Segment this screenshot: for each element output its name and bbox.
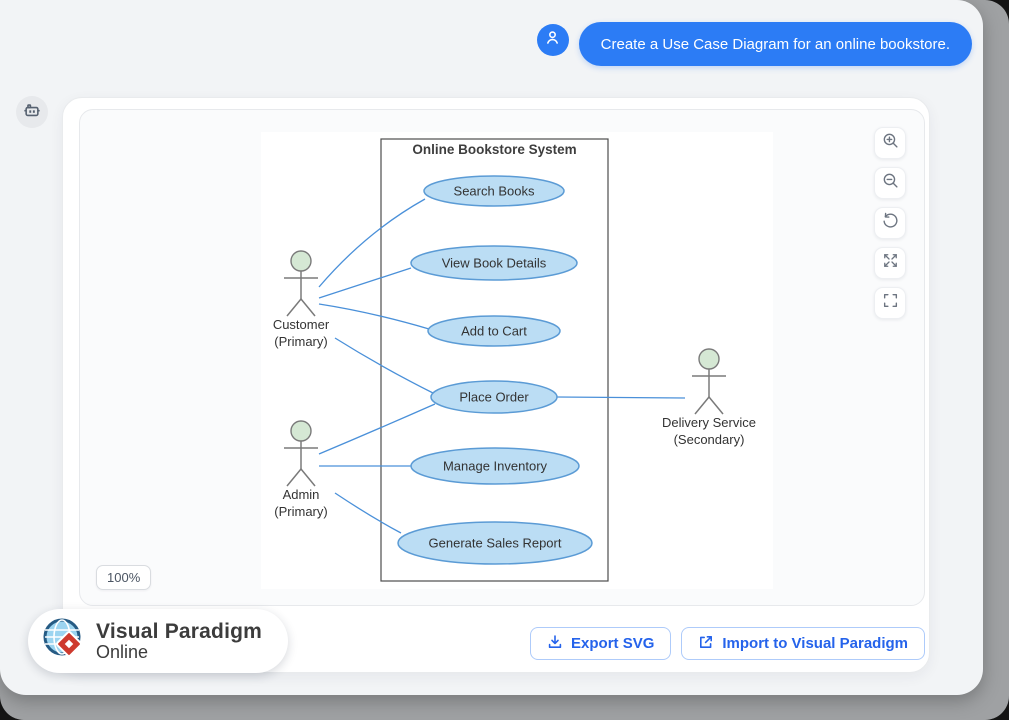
external-link-icon [698,634,714,654]
actor-delivery-service[interactable]: Delivery Service (Secondary) [662,348,756,447]
svg-text:Delivery Service: Delivery Service [662,415,756,430]
logo-line2: Online [96,641,149,662]
fullscreen-button[interactable] [874,287,906,319]
zoom-controls [874,127,906,319]
app-window: Create a Use Case Diagram for an online … [0,0,983,695]
association-place-order-delivery-service[interactable] [556,396,686,399]
svg-text:Customer: Customer [273,317,330,332]
zoom-in-icon [882,132,899,154]
svg-text:(Primary): (Primary) [274,334,327,349]
use-case-place-order[interactable]: Place Order [430,380,558,414]
svg-text:Place Order: Place Order [459,390,529,405]
use-case-manage-inventory[interactable]: Manage Inventory [410,447,580,485]
export-svg-button[interactable]: Export SVG [530,627,672,660]
footer-actions: Export SVG Import to Visual Paradigm [530,627,925,660]
chat-message-text: Create a Use Case Diagram for an online … [600,35,950,53]
zoom-out-button[interactable] [874,167,906,199]
chat-message-bubble: Create a Use Case Diagram for an online … [578,22,972,66]
use-case-add-to-cart[interactable]: Add to Cart [427,315,561,347]
svg-text:Generate Sales Report: Generate Sales Report [429,536,562,551]
zoom-out-icon [882,172,899,194]
svg-text:(Primary): (Primary) [274,504,327,519]
actor-admin[interactable]: Admin (Primary) [274,420,328,519]
association-customer-add-to-cart[interactable] [318,303,430,330]
logo-text: Visual Paradigm Online [96,619,263,662]
expand-arrows-icon [882,252,899,274]
reset-rotate-icon [882,212,899,234]
download-icon [547,634,563,654]
association-admin-generate-sales-report[interactable] [334,492,402,534]
logo-line1: Visual Paradigm [96,619,263,643]
association-customer-view-book-details[interactable] [318,267,412,299]
svg-text:Manage Inventory: Manage Inventory [443,459,548,474]
bot-avatar [16,96,48,128]
zoom-in-button[interactable] [874,127,906,159]
zoom-level-value: 100% [107,570,141,585]
svg-text:Search Books: Search Books [454,184,535,199]
use-case-view-book-details[interactable]: View Book Details [410,245,578,281]
system-boundary-box[interactable] [380,138,609,582]
zoom-level-badge: 100% [96,565,152,590]
use-case-generate-sales-report[interactable]: Generate Sales Report [397,521,593,565]
export-svg-label: Export SVG [571,635,655,652]
use-case-search-books[interactable]: Search Books [423,175,565,207]
association-admin-place-order[interactable] [318,403,436,455]
robot-icon [23,101,41,124]
association-customer-search-books[interactable] [318,198,426,288]
association-customer-place-order[interactable] [334,337,434,394]
user-icon [544,29,561,51]
user-avatar [536,24,569,56]
globe-diamond-logo-icon [40,615,88,668]
svg-text:(Secondary): (Secondary) [674,432,745,447]
svg-text:Add to Cart: Add to Cart [461,324,527,339]
import-to-vp-button[interactable]: Import to Visual Paradigm [681,627,925,660]
svg-text:Admin: Admin [283,487,320,502]
system-title: Online Bookstore System [412,142,576,157]
visual-paradigm-logo[interactable]: Visual Paradigm Online [28,609,289,673]
expand-button[interactable] [874,247,906,279]
reset-view-button[interactable] [874,207,906,239]
import-to-vp-label: Import to Visual Paradigm [722,635,908,652]
fullscreen-corners-icon [882,292,899,314]
chat-row: Create a Use Case Diagram for an online … [536,22,972,66]
actor-customer[interactable]: Customer (Primary) [273,250,330,349]
svg-text:View Book Details: View Book Details [442,256,547,271]
